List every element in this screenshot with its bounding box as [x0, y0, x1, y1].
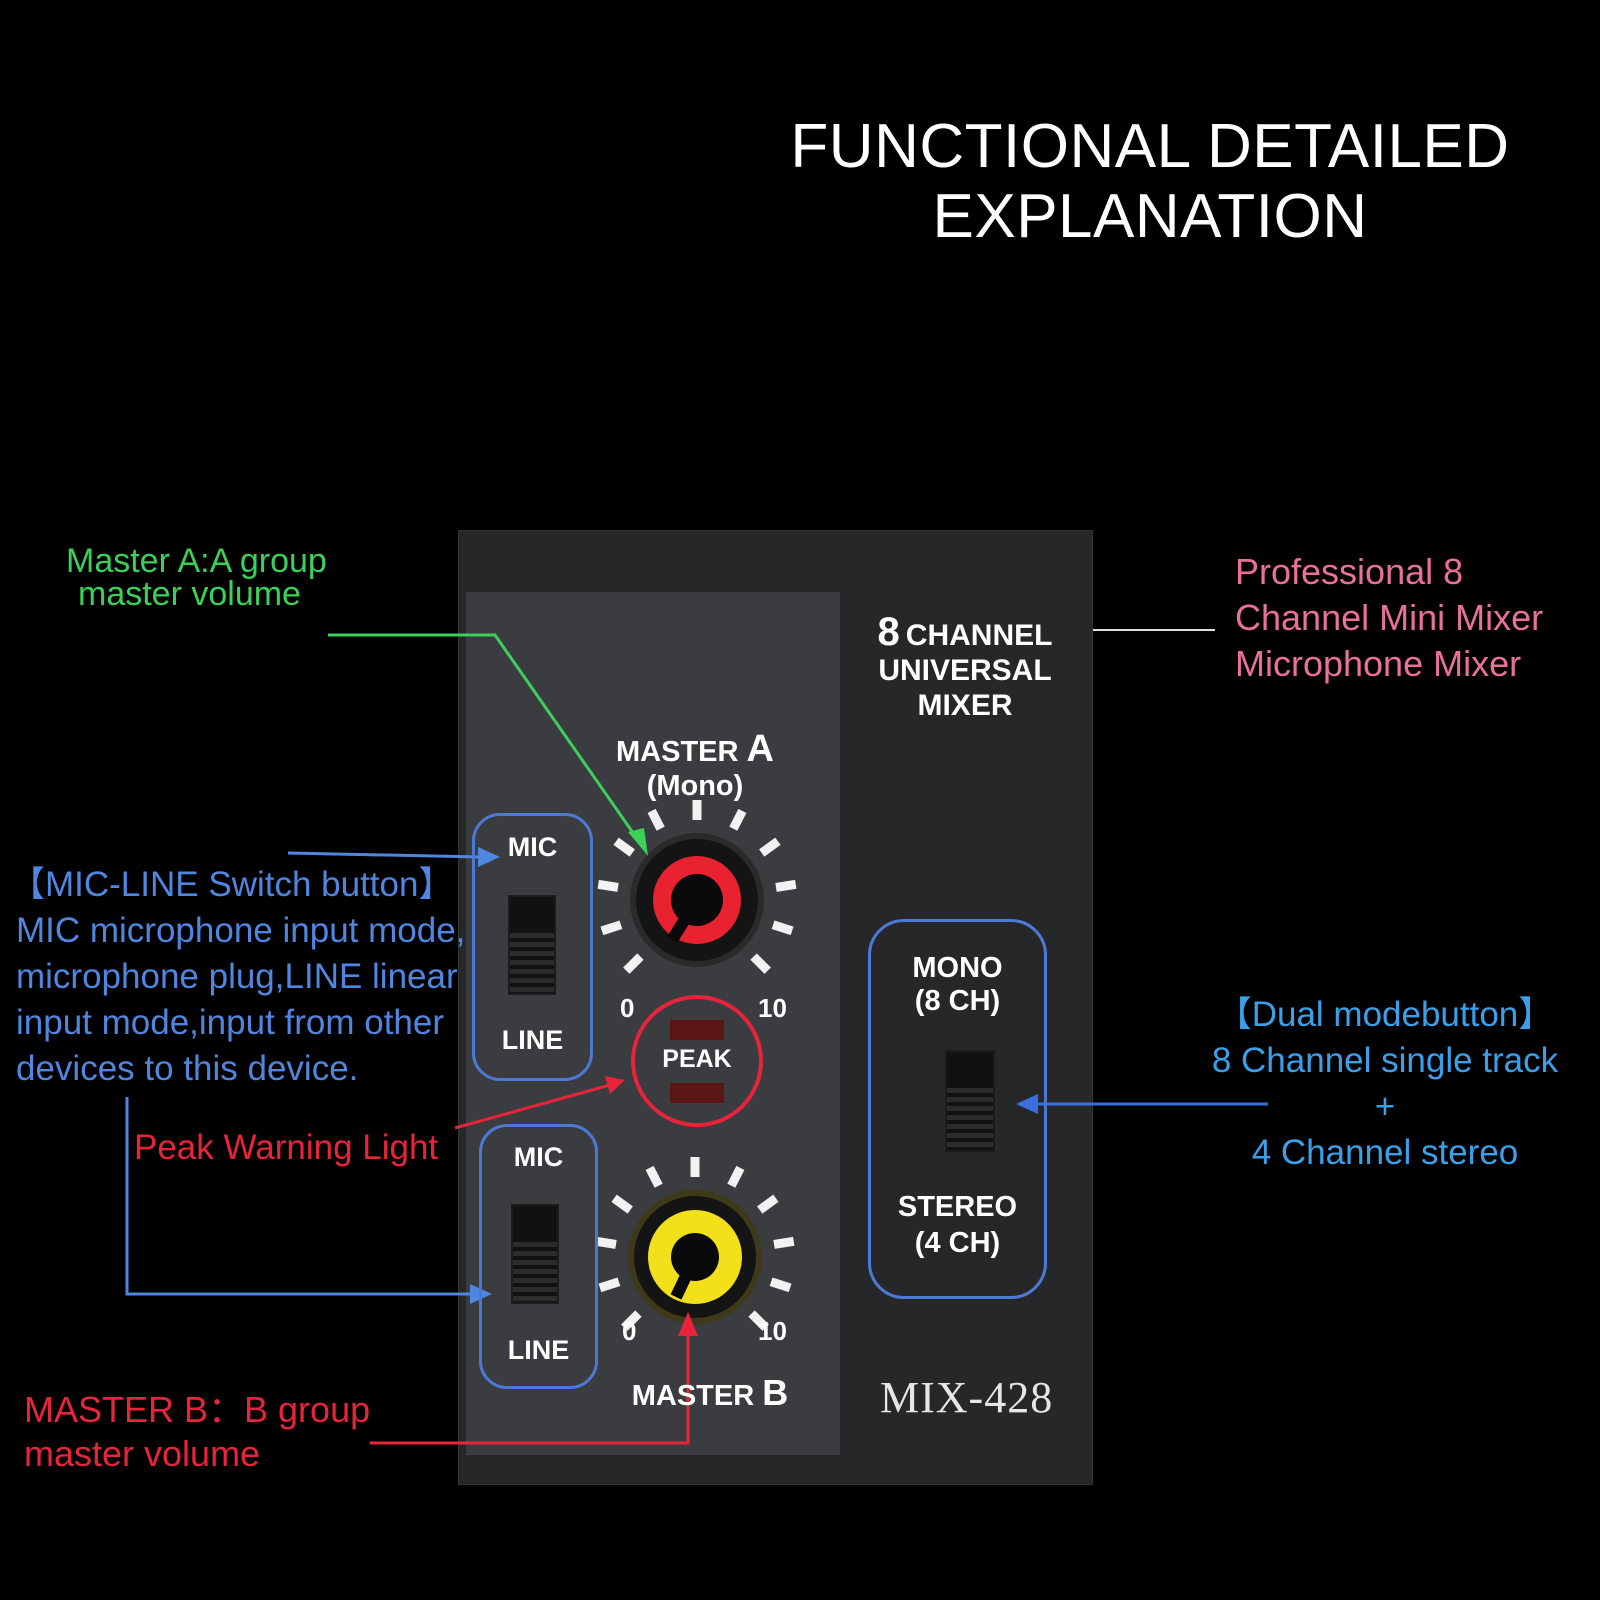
mode-stereo-line-2: (4 CH)	[914, 1227, 1001, 1259]
product-annotation-line-2: Channel Mini Mixer	[1235, 597, 1544, 638]
switch-b-line-label: LINE	[507, 1335, 570, 1365]
scale-tick	[773, 1236, 795, 1249]
dual-mode-arrow	[1016, 1094, 1038, 1114]
peak-leader	[454, 1083, 611, 1130]
mic-line-leader-b	[125, 1097, 470, 1296]
master-b-annotation: MASTER B：B group master volume	[24, 1388, 370, 1476]
dual-mode-annotation-line-1: 8 Channel single track	[1211, 1041, 1559, 1080]
peak-label: PEAK	[662, 1045, 732, 1073]
mode-mono-line-1: MONO	[912, 952, 1003, 984]
peak-annotation: Peak Warning Light	[134, 1128, 439, 1167]
master-b-letter: B	[762, 1372, 789, 1413]
scale-tick	[647, 808, 665, 831]
master-b-leader	[370, 1333, 690, 1445]
mode-stereo-line-1: STEREO	[897, 1191, 1018, 1223]
scale-tick	[597, 879, 619, 892]
scale-tick	[598, 1277, 621, 1293]
master-a-min: 0	[620, 993, 635, 1023]
scale-tick	[759, 837, 781, 857]
scale-tick	[595, 1236, 617, 1249]
title-line-1: FUNCTIONAL DETAILED	[790, 112, 1510, 181]
mixer-control-section	[466, 592, 840, 1455]
master-b-min: 0	[622, 1316, 637, 1346]
switch-a-slider[interactable]	[508, 895, 556, 995]
mic-line-annotation-heading: 【MIC-LINE Switch button】	[10, 865, 454, 904]
master-b-label: MASTER B	[600, 1372, 820, 1414]
mode-stereo-label: STEREO (4 CH)	[868, 1189, 1047, 1261]
scale-tick	[645, 1165, 663, 1188]
switch-b-mic-label: MIC	[513, 1142, 564, 1172]
master-b-arrow	[678, 1312, 698, 1336]
master-b-annotation-line-2: master volume	[24, 1433, 261, 1474]
dual-mode-annotation-heading: 【Dual modebutton】	[1216, 995, 1554, 1034]
master-a-text: MASTER	[616, 736, 739, 768]
dual-mode-annotation-line-3: 4 Channel stereo	[1251, 1133, 1519, 1172]
brand-line-1: CHANNEL	[905, 619, 1053, 652]
model-label: MIX-428	[880, 1373, 1054, 1422]
master-b-max: 10	[758, 1316, 787, 1346]
product-annotation-line-1: Professional 8	[1235, 551, 1464, 592]
mic-line-annotation-line-2: microphone plug,LINE linear	[16, 957, 458, 996]
scale-tick	[613, 837, 635, 857]
scale-tick	[750, 953, 771, 974]
mic-line-annotation-line-3: input mode,input from other	[16, 1003, 445, 1042]
master-a-label: MASTER A (Mono)	[590, 730, 800, 803]
scale-tick	[727, 1165, 745, 1188]
scale-tick	[769, 1277, 792, 1293]
dual-mode-annotation-line-2: +	[1374, 1087, 1396, 1126]
master-a-max: 10	[758, 993, 787, 1023]
master-a-scale	[597, 800, 797, 974]
mic-line-switch-a[interactable]	[472, 813, 593, 1081]
peak-warning-light	[631, 995, 763, 1127]
switch-a-mic-label: MIC	[507, 832, 558, 862]
mic-line-annotation: 【MIC-LINE Switch button】 MIC microphone …	[10, 862, 465, 1092]
title-line-2: EXPLANATION	[932, 182, 1368, 251]
scale-tick	[771, 920, 794, 936]
master-b-annotation-line-1: MASTER B：B group	[24, 1389, 371, 1430]
master-b-text: MASTER	[631, 1380, 755, 1412]
master-b-scale	[595, 1157, 795, 1331]
scale-tick	[729, 808, 747, 831]
brand-line-2: UNIVERSAL	[878, 654, 1052, 687]
master-a-annotation-line-1: Master A:A group	[66, 542, 327, 580]
mode-mono-label: MONO (8 CH)	[868, 952, 1047, 1018]
page-title: FUNCTIONAL DETAILED EXPLANATION	[700, 112, 1600, 252]
master-a-annotation-line-2: master volume	[78, 575, 301, 613]
product-annotation: Professional 8 Channel Mini Mixer Microp…	[1235, 549, 1543, 687]
mic-line-annotation-line-4: devices to this device.	[16, 1049, 359, 1088]
mic-line-switch-b[interactable]	[479, 1124, 598, 1389]
scale-tick	[621, 1310, 642, 1331]
master-a-letter: A	[746, 728, 774, 770]
brand-line-3: MIXER	[917, 689, 1013, 722]
brand-number: 8	[877, 610, 900, 654]
switch-b-slider[interactable]	[511, 1204, 559, 1304]
scale-tick	[600, 920, 623, 936]
scale-tick	[748, 1310, 769, 1331]
master-a-annotation: Master A:A group master volume	[66, 542, 327, 613]
mode-switch-slider[interactable]	[945, 1050, 995, 1152]
mic-line-arrow-a	[478, 847, 500, 867]
scale-tick	[775, 879, 797, 892]
mic-line-leader-a	[287, 851, 483, 859]
mode-mono-line-2: (8 CH)	[914, 985, 1001, 1017]
master-a-leader	[328, 633, 647, 851]
mic-line-annotation-line-1: MIC microphone input mode,	[16, 911, 466, 950]
master-a-sub: (Mono)	[646, 770, 744, 802]
master-a-arrow	[628, 828, 648, 856]
scale-tick	[611, 1194, 633, 1214]
dual-mode-annotation: 【Dual modebutton】 8 Channel single track…	[1185, 992, 1585, 1176]
master-a-knob[interactable]	[630, 833, 764, 967]
switch-a-line-label: LINE	[501, 1025, 564, 1055]
mono-stereo-switch[interactable]	[868, 919, 1047, 1299]
scale-tick	[757, 1194, 779, 1214]
scale-tick	[623, 953, 644, 974]
master-b-knob[interactable]	[628, 1190, 762, 1324]
annotation-lines	[125, 629, 1268, 1445]
product-annotation-line-3: Microphone Mixer	[1235, 643, 1522, 684]
peak-arrow	[605, 1076, 625, 1094]
